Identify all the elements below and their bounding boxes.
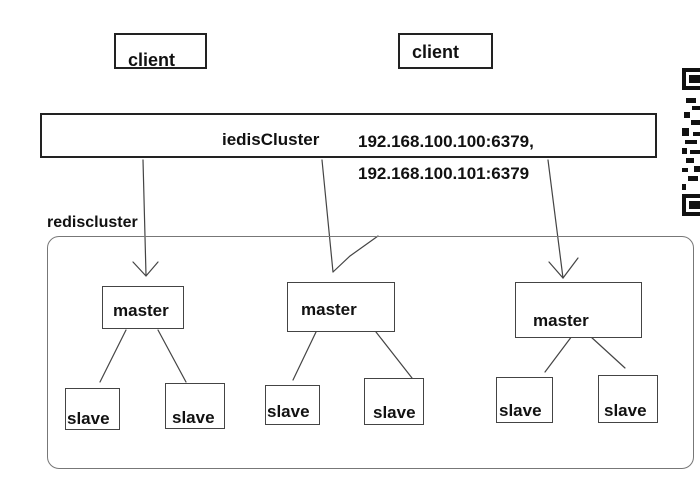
master-label: master <box>533 311 589 330</box>
address-line-2: 192.168.100.101:6379 <box>358 164 530 183</box>
slave-label: slave <box>67 409 110 428</box>
slave-node-1b: slave <box>165 383 225 429</box>
slave-node-2a: slave <box>265 385 320 425</box>
jedis-cluster-label: iedisCluster <box>222 130 320 149</box>
redis-cluster-container <box>47 236 694 469</box>
slave-label: slave <box>604 401 647 420</box>
master-node-2: master <box>287 282 395 332</box>
jedis-cluster-box <box>40 113 657 158</box>
client-box-2: client <box>398 33 493 69</box>
slave-label: slave <box>267 402 310 421</box>
slave-node-2b: slave <box>364 378 424 425</box>
slave-label: slave <box>172 408 215 427</box>
slave-node-1a: slave <box>65 388 120 430</box>
qr-code-icon <box>682 68 700 216</box>
client-label: client <box>412 42 460 62</box>
master-label: master <box>113 301 169 320</box>
master-label: master <box>301 300 357 319</box>
address-line-1: 192.168.100.100:6379, <box>358 132 534 151</box>
slave-label: slave <box>373 403 416 422</box>
slave-label: slave <box>499 401 542 420</box>
slave-node-3b: slave <box>598 375 658 423</box>
client-label: client <box>128 50 176 70</box>
master-node-3: master <box>515 282 642 338</box>
slave-node-3a: slave <box>496 377 553 423</box>
master-node-1: master <box>102 286 184 329</box>
redis-cluster-label: rediscluster <box>47 214 138 231</box>
client-box-1: client <box>114 33 207 70</box>
